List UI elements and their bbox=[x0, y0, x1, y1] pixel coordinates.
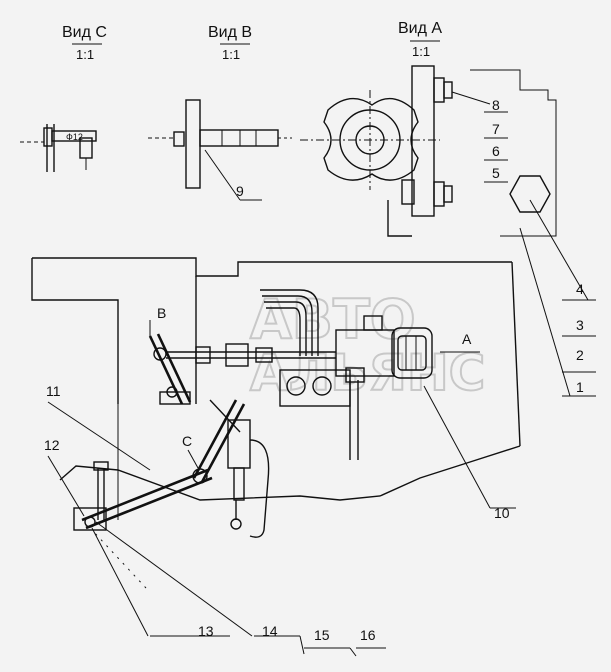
part-label-6: 6 bbox=[492, 143, 500, 159]
view-b-scale: 1:1 bbox=[222, 47, 240, 62]
view-b-sketch bbox=[148, 99, 292, 201]
view-a-scale: 1:1 bbox=[412, 44, 430, 59]
watermark-line-2: АЛЬЯНС bbox=[250, 344, 485, 402]
part-label-5: 5 bbox=[492, 165, 500, 181]
view-a-sketch bbox=[300, 65, 557, 237]
part-label-12: 12 bbox=[44, 437, 60, 453]
view-marker-c: C bbox=[182, 433, 192, 449]
part-label-2: 2 bbox=[576, 347, 584, 363]
view-b-header: Вид B 1:1 bbox=[208, 24, 252, 62]
view-a-title: Вид A bbox=[398, 20, 442, 37]
view-marker-b: B bbox=[157, 305, 166, 321]
svg-text:Ф12: Ф12 bbox=[66, 132, 83, 142]
control-rod bbox=[166, 343, 336, 367]
view-c-scale: 1:1 bbox=[76, 47, 94, 62]
part-label-14: 14 bbox=[262, 623, 278, 639]
view-b-title: Вид B bbox=[208, 24, 252, 41]
view-c-sketch: Ф12 bbox=[20, 124, 97, 172]
part-label-8: 8 bbox=[492, 97, 500, 113]
view-marker-a: A bbox=[462, 331, 472, 347]
part-label-15: 15 bbox=[314, 627, 330, 643]
view-c-title: Вид C bbox=[62, 24, 107, 41]
lever-linkage bbox=[73, 399, 270, 538]
part-label-10: 10 bbox=[494, 505, 510, 521]
part-label-16: 16 bbox=[360, 627, 376, 643]
part-label-1: 1 bbox=[576, 379, 584, 395]
part-label-11: 11 bbox=[46, 383, 61, 399]
part-label-9: 9 bbox=[236, 183, 244, 199]
view-a-header: Вид A 1:1 bbox=[398, 20, 442, 59]
watermark-line-1: АВТО bbox=[250, 288, 416, 351]
part-label-7: 7 bbox=[492, 121, 500, 137]
leader-lines bbox=[47, 199, 596, 657]
actuator-assembly bbox=[279, 315, 433, 460]
view-c-header: Вид C 1:1 bbox=[62, 24, 107, 62]
cable-bundle bbox=[260, 289, 319, 356]
part-label-13: 13 bbox=[198, 623, 214, 639]
bracket-b bbox=[148, 320, 192, 405]
part-label-3: 3 bbox=[576, 317, 584, 333]
main-frame bbox=[31, 257, 521, 520]
part-label-4: 4 bbox=[576, 281, 584, 297]
